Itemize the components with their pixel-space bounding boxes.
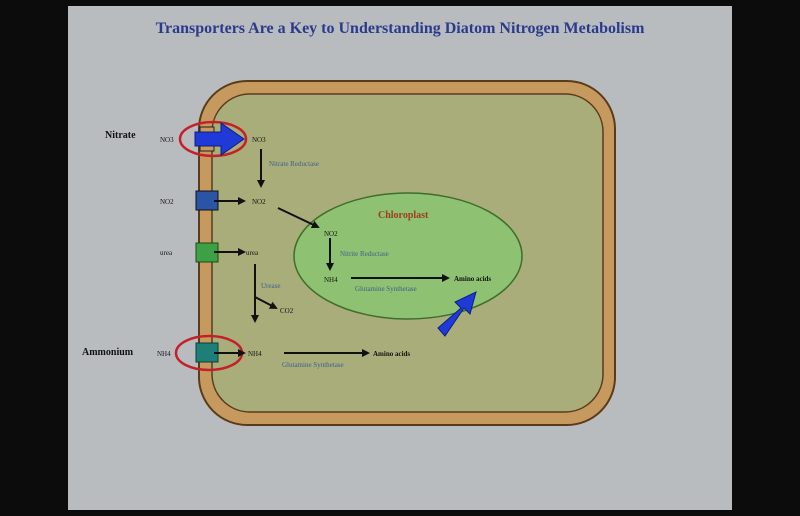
label-nitrate: Nitrate [105,130,136,141]
label-chloroplast: Chloroplast [378,210,429,221]
label-no2-inside: NO2 [252,198,266,206]
label-glutamine-synthetase-chloroplast: Glutamine Synthetase [355,285,417,293]
label-no3-inside: NO3 [252,136,266,144]
label-nh4-outside: NH4 [157,350,171,358]
slide-title: Transporters Are a Key to Understanding … [155,20,645,37]
label-glutamine-synthetase-cytosol: Glutamine Synthetase [282,361,344,369]
label-nitrite-reductase: Nitrite Reductase [340,250,389,258]
label-no2-chloroplast: NO2 [324,230,338,238]
label-amino-acids-chloroplast: Amino acids [454,275,491,283]
label-ammonium: Ammonium [82,347,134,358]
label-no2-outside: NO2 [160,198,174,206]
nitrate-uptake-big-arrow [194,122,245,156]
arrow-urease-co2 [254,296,278,309]
label-nh4-chloroplast: NH4 [324,276,338,284]
label-urea-outside: urea [160,249,173,257]
label-no3-outside: NO3 [160,136,174,144]
label-urea-inside: urea [246,249,259,257]
diagram-canvas: Nitrate NO3 NO3 Nitrate Reductase NO2 NO… [82,80,616,426]
chloroplast [293,192,523,320]
slide: Transporters Are a Key to Understanding … [68,6,732,510]
arrow-no2-to-chloroplast [277,207,320,229]
nitrate-highlight-ring [178,120,248,158]
label-nh4-inside: NH4 [248,350,262,358]
label-urease: Urease [261,282,280,290]
label-co2: CO2 [280,307,294,315]
label-nitrate-reductase: Nitrate Reductase [269,160,319,168]
label-amino-acids-cytosol: Amino acids [373,350,410,358]
chloroplast-pointer-arrow [437,291,477,337]
